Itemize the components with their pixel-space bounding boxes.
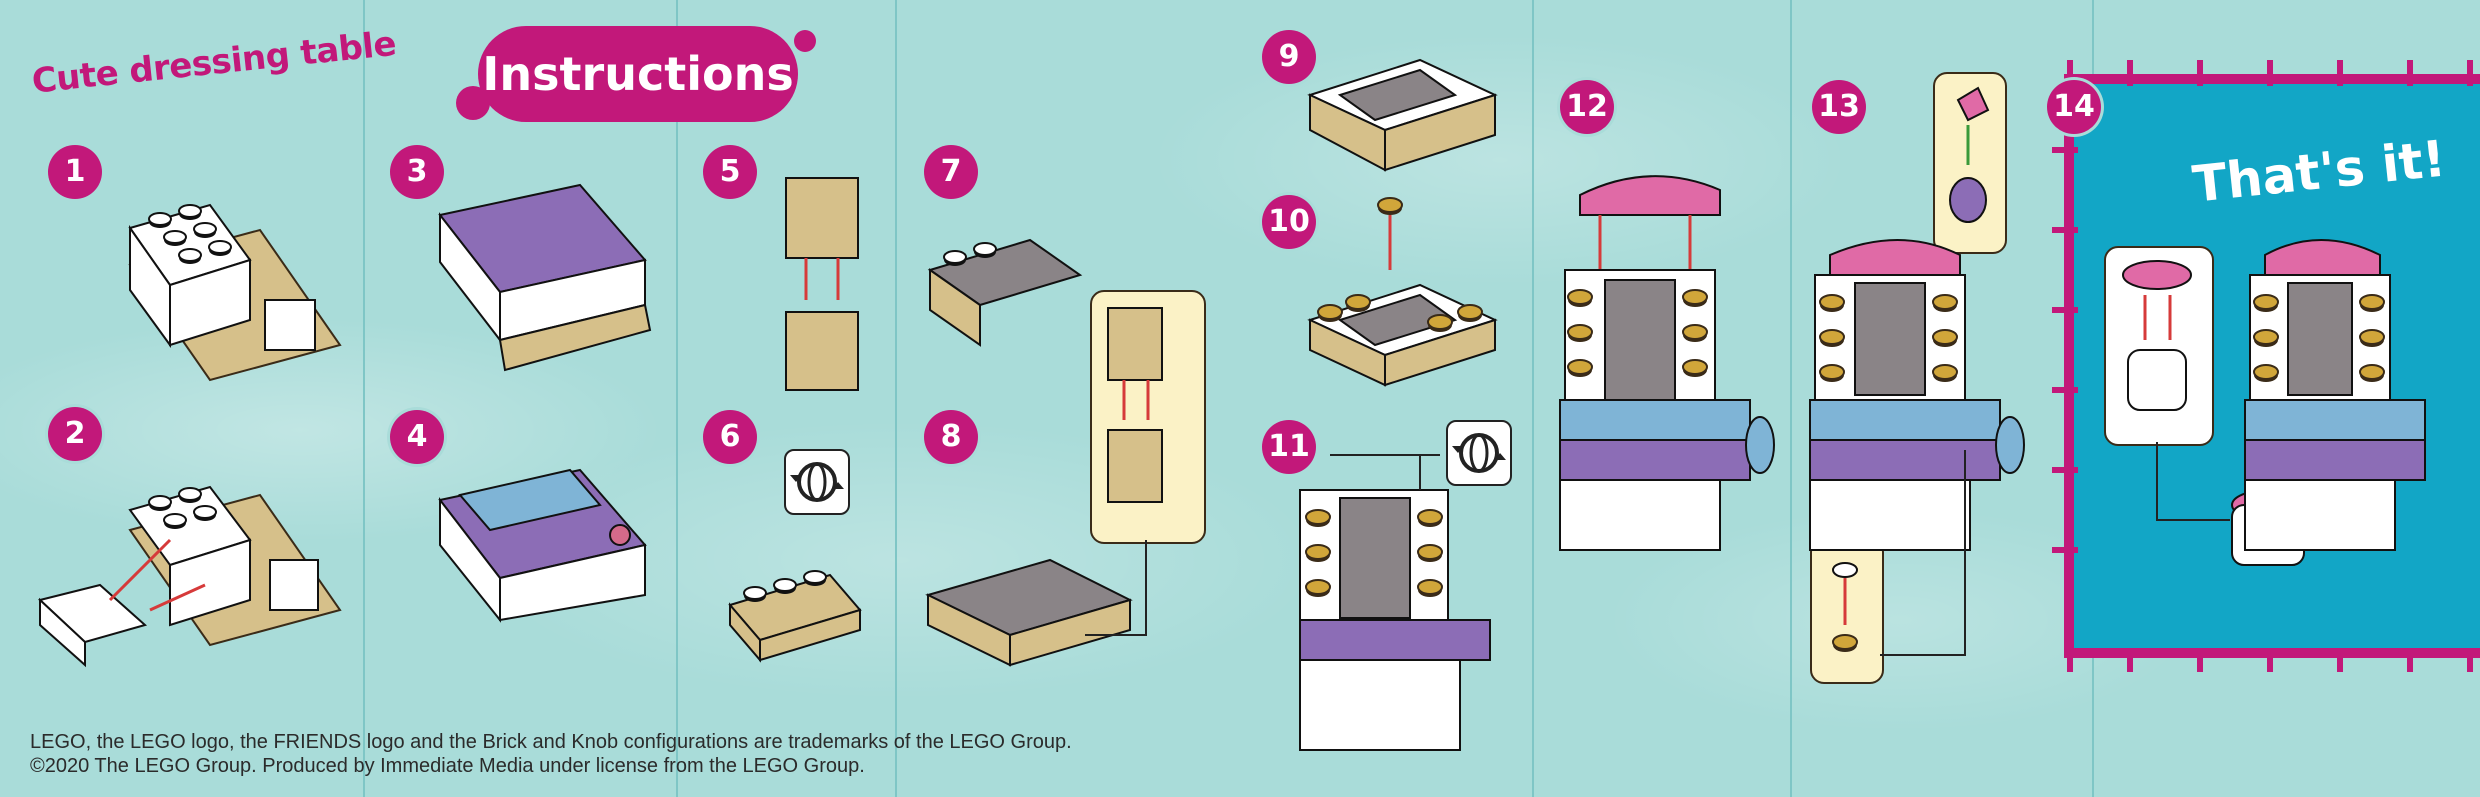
step-number: 14 (2047, 80, 2101, 134)
fold-line (895, 0, 897, 797)
step-number: 11 (1262, 420, 1316, 474)
step-11-model (1299, 454, 1491, 751)
step-number: 12 (1560, 80, 1614, 134)
legal-line: ©2020 The LEGO Group. Produced by Immedi… (30, 755, 865, 777)
instructions-heading: Instructions (482, 47, 794, 101)
step-number: 7 (924, 145, 978, 199)
rotate-model-icon (1446, 420, 1512, 486)
instructions-banner: Instructions (456, 26, 816, 122)
step-8-model (925, 307, 1163, 667)
step-number: 3 (390, 145, 444, 199)
step-12-model (1559, 175, 1775, 551)
step-number: 8 (924, 410, 978, 464)
step-number: 10 (1262, 195, 1316, 249)
step-5-model (785, 177, 859, 391)
step-14-model (2122, 239, 2426, 566)
step-2-model (37, 485, 342, 668)
rotate-model-icon (784, 449, 850, 515)
step-6-model (728, 570, 862, 663)
fold-line (1532, 0, 1534, 797)
step-number: 1 (48, 145, 102, 199)
step-7-model (927, 238, 1083, 347)
step-number: 5 (703, 145, 757, 199)
fold-line (676, 0, 678, 797)
step-number: 9 (1262, 30, 1316, 84)
step-1-model (128, 203, 342, 382)
step-13-model (1809, 86, 2025, 656)
legal-notice: LEGO, the LEGO logo, the FRIENDS logo an… (30, 730, 1072, 778)
step-4-model (438, 468, 647, 623)
step-3-model (438, 183, 652, 372)
legal-line: LEGO, the LEGO logo, the FRIENDS logo an… (30, 731, 1072, 753)
step-10-model (1307, 197, 1498, 387)
step-number: 6 (703, 410, 757, 464)
step-9-model (1307, 58, 1498, 172)
step-number: 2 (48, 407, 102, 461)
step-number: 13 (1812, 80, 1866, 134)
fold-line (363, 0, 365, 797)
step-number: 4 (390, 410, 444, 464)
fold-line (1790, 0, 1792, 797)
